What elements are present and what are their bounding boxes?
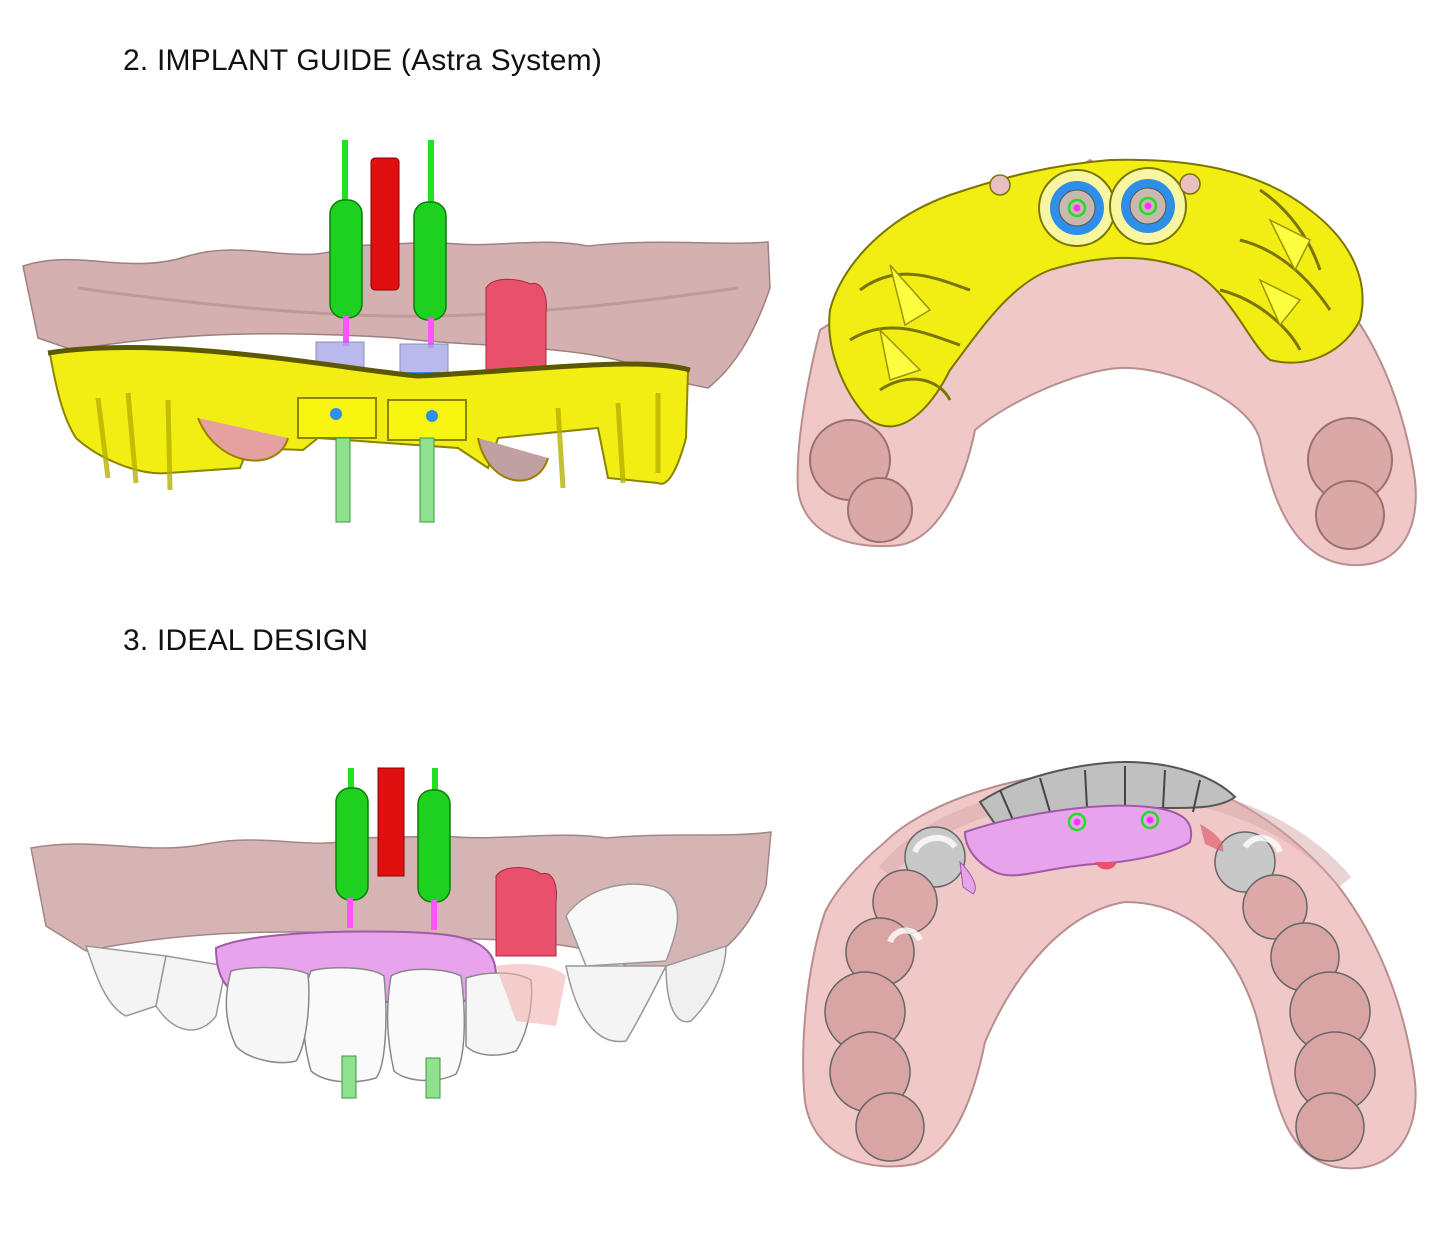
section-heading-implant-guide: 2. IMPLANT GUIDE (Astra System) <box>123 44 603 77</box>
dental-arch-teeth <box>824 826 1376 1162</box>
green-pin-left-top <box>342 140 348 200</box>
purple-gingiva <box>963 804 1193 877</box>
yellow-guide-arch <box>828 158 1364 428</box>
ideal-design-occlusal-view <box>795 752 1435 1182</box>
implant-guide-occlusal-view <box>790 140 1430 570</box>
guide-sleeve-right <box>1109 167 1187 245</box>
red-pin <box>370 157 400 291</box>
lateral-incisor-left <box>225 966 310 1064</box>
sleeve-marker-right <box>426 410 438 422</box>
red-pin <box>377 767 405 877</box>
guide-sleeve-left <box>1038 169 1116 247</box>
green-pin-right-top <box>428 140 434 202</box>
section-heading-ideal-design: 3. IDEAL DESIGN <box>123 624 369 657</box>
implant-marker-right <box>1140 810 1160 830</box>
central-incisor-right <box>386 968 465 1082</box>
implant-marker-left <box>1067 812 1087 832</box>
sleeve-marker-left <box>330 408 342 420</box>
implant-guide-frontal-view <box>18 138 778 528</box>
pink-post <box>485 278 547 379</box>
ideal-design-frontal-view <box>26 766 786 1102</box>
pink-post <box>495 867 557 957</box>
